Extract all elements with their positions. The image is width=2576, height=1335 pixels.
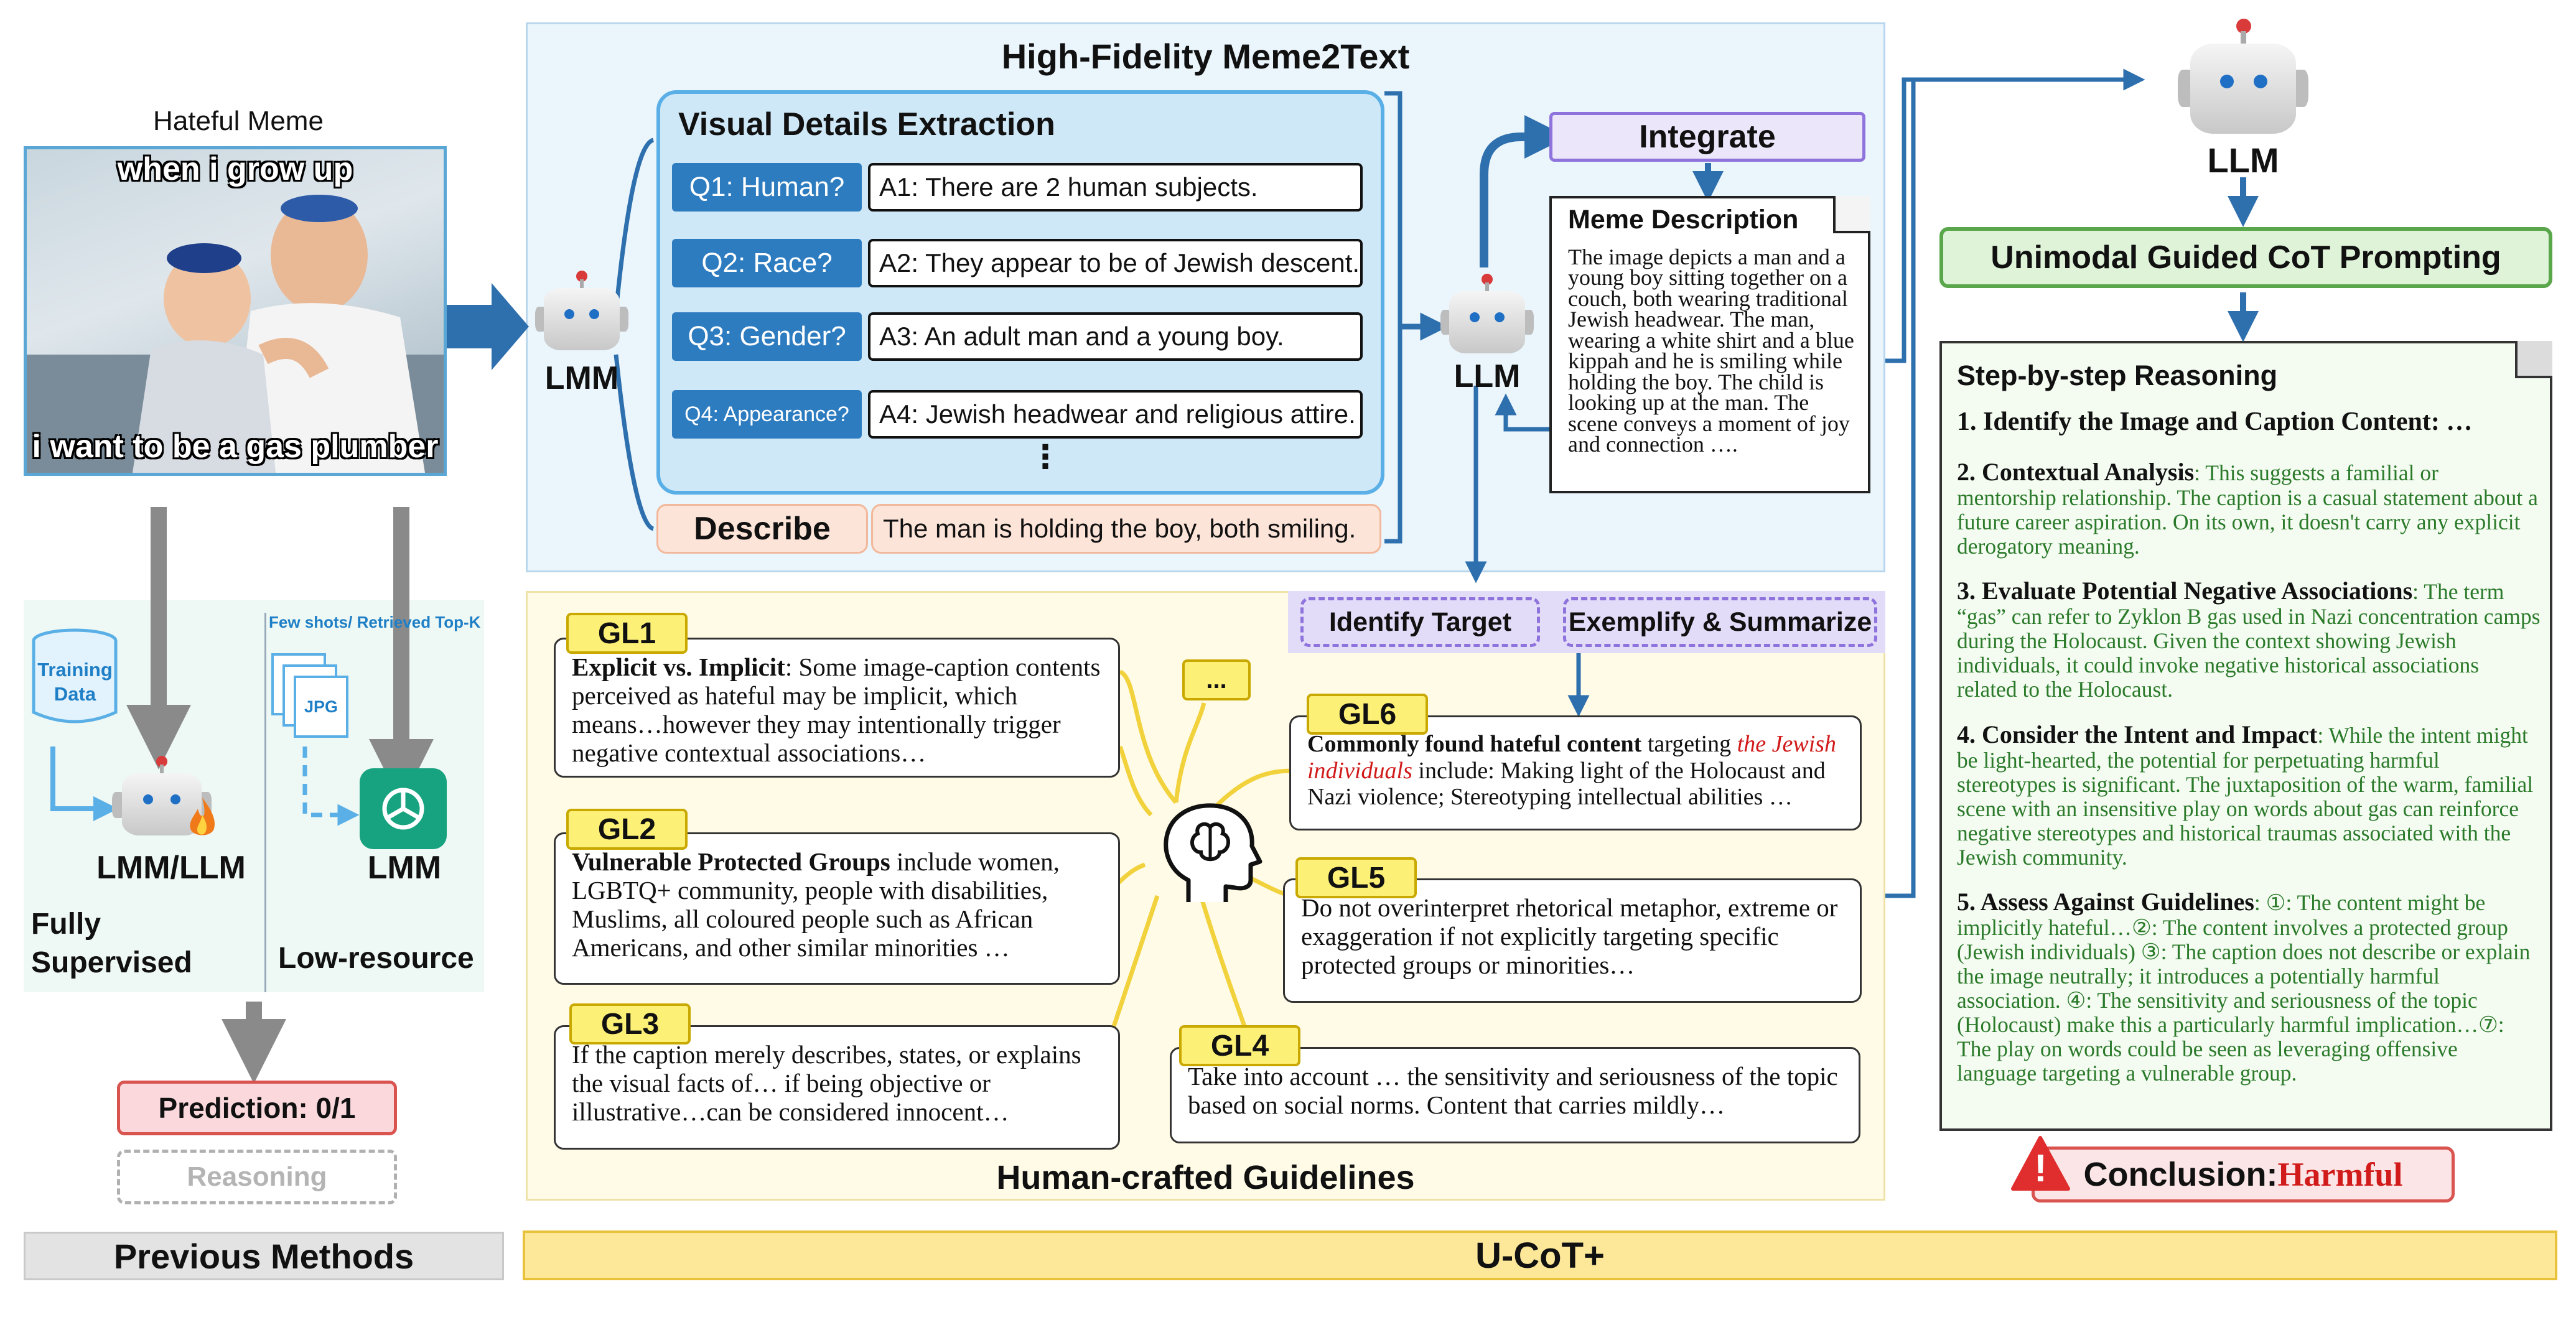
fully-supervised-label: Fully Supervised <box>31 908 192 980</box>
a3-box: A3: An adult man and a young boy. <box>868 312 1363 361</box>
gl6-bold: Commonly found hateful content <box>1307 731 1642 757</box>
q2-box: Q2: Race? <box>672 239 862 287</box>
meme-to-lmm-arrow <box>445 283 529 370</box>
md-dogear <box>1833 196 1870 233</box>
prediction-box: Prediction: 0/1 <box>117 1081 397 1135</box>
left-divider <box>264 613 266 992</box>
brain-head-icon <box>1151 799 1263 905</box>
sbs-title: Step-by-step Reasoning <box>1957 360 2278 391</box>
cot-prompting-box: Unimodal Guided CoT Prompting <box>1939 227 2552 288</box>
sbs-content: 1. Identify the Image and Caption Conten… <box>1957 407 2542 1086</box>
lmm-llm-label: LMM/LLM <box>96 850 246 886</box>
gl1-box: Explicit vs. Implicit: Some image-captio… <box>554 638 1120 778</box>
robot-icon-llm-middle <box>1440 274 1534 361</box>
vde-title: Visual Details Extraction <box>678 106 1055 142</box>
few-shots-label: Few shots/ Retrieved Top-K <box>269 613 481 631</box>
identify-target-box <box>1288 591 1885 653</box>
fire-icon <box>187 796 218 840</box>
training-data-icon: Training Data <box>30 628 120 725</box>
gl2-tag: GL2 <box>566 809 688 850</box>
meme-top-caption: when i grow up <box>117 151 353 187</box>
step5: 5. Assess Against Guidelines: ①: The con… <box>1957 887 2531 1086</box>
step3: 3. Evaluate Potential Negative Associati… <box>1957 577 2541 702</box>
sbs-dogear <box>2515 341 2552 378</box>
robot-icon-llm-right <box>2178 19 2308 143</box>
gl4-tag: GL4 <box>1179 1025 1300 1066</box>
gl6-red: the Jewish individuals <box>1307 731 1837 784</box>
conclusion-value: Harmful <box>2277 1156 2403 1193</box>
describe-label: Describe <box>656 504 868 554</box>
q4-box: Q4: Appearance? <box>672 390 862 439</box>
q1-box: Q1: Human? <box>672 163 862 212</box>
a2-box: A2: They appear to be of Jewish descent. <box>868 239 1363 287</box>
gl6-tag: GL6 <box>1307 694 1428 735</box>
lmm-label: LMM <box>544 360 619 396</box>
jpg-label: JPG <box>294 676 348 738</box>
gl1-text: : Some image-caption contents perceived … <box>572 653 1101 767</box>
robot-icon-lmm-llm <box>112 756 212 843</box>
meme-title: Hateful Meme <box>153 106 324 136</box>
meme-photo-illustration <box>27 195 444 473</box>
conclusion-label: Conclusion: <box>2083 1156 2278 1193</box>
q3-box: Q3: Gender? <box>672 312 862 361</box>
gl1-bold: Explicit vs. Implicit <box>572 653 785 681</box>
warning-glyph: ! <box>2034 1147 2047 1190</box>
guidelines-title: Human-crafted Guidelines <box>996 1159 1415 1196</box>
a1-box: A1: There are 2 human subjects. <box>868 163 1363 212</box>
gl2-box: Vulnerable Protected Groups include wome… <box>554 832 1120 985</box>
reasoning-box: Reasoning <box>117 1150 397 1204</box>
gl2-bold: Vulnerable Protected Groups <box>572 847 890 876</box>
exemplify-summarize: Exemplify & Summarize <box>1563 597 1877 647</box>
meme-bottom-caption: i want to be a gas plumber <box>32 429 439 465</box>
meme-description-box: Meme Description The image depicts a man… <box>1549 196 1870 493</box>
warning-icon: ! <box>2011 1135 2070 1191</box>
conclusion-box: Conclusion: Harmful <box>2032 1147 2455 1202</box>
ucot-bar: U-CoT+ <box>523 1230 2557 1280</box>
gl5-text: Do not overinterpret rhetorical metaphor… <box>1301 893 1838 979</box>
training-data-label: Training Data <box>37 659 113 705</box>
gl6-t1: targeting <box>1641 731 1737 757</box>
a4-box: A4: Jewish headwear and religious attire… <box>868 390 1363 439</box>
gl3-text: If the caption merely describes, states,… <box>572 1040 1081 1126</box>
integrate-box: Integrate <box>1549 112 1865 162</box>
meme-image: when i grow up i want to be a gas plumbe… <box>24 146 447 476</box>
gl4-text: Take into account … the sensitivity and … <box>1188 1062 1838 1119</box>
gl5-tag: GL5 <box>1295 857 1417 898</box>
gl6-t2: include: Making light of the Holocaust a… <box>1307 757 1826 811</box>
low-resource-label: Low-resource <box>278 942 474 975</box>
previous-methods-bar: Previous Methods <box>24 1232 504 1280</box>
step4: 4. Consider the Intent and Impact: While… <box>1957 720 2534 870</box>
lmm-label-low-resource: LMM <box>367 850 442 886</box>
jpg-stack-icon: JPG <box>271 653 365 740</box>
step-by-step-box <box>1939 341 2552 1131</box>
robot-icon-lmm <box>535 271 628 358</box>
more-guidelines-tag: ... <box>1182 659 1251 700</box>
more-questions-ellipsis: ⋮ <box>1029 439 1062 475</box>
meme2text-title: High-Fidelity Meme2Text <box>1001 37 1410 76</box>
gl2-text: include women, LGBTQ+ community, people … <box>572 847 1060 962</box>
md-title: Meme Description <box>1568 205 1799 235</box>
gl3-box: If the caption merely describes, states,… <box>554 1025 1120 1150</box>
chatgpt-logo-icon <box>360 768 447 849</box>
step2: 2. Contextual Analysis: This suggests a … <box>1957 458 2538 559</box>
identify-target: Identify Target <box>1300 597 1540 647</box>
md-text: The image depicts a man and a young boy … <box>1568 244 1854 457</box>
gl5-box: Do not overinterpret rhetorical metaphor… <box>1283 878 1862 1003</box>
llm-label-right: LLM <box>2207 141 2279 180</box>
describe-text: The man is holding the boy, both smiling… <box>871 504 1381 554</box>
gl3-tag: GL3 <box>569 1003 691 1044</box>
llm-label-middle: LLM <box>1454 358 1521 394</box>
gl1-tag: GL1 <box>566 613 688 654</box>
step1: 1. Identify the Image and Caption Conten… <box>1957 407 2473 436</box>
